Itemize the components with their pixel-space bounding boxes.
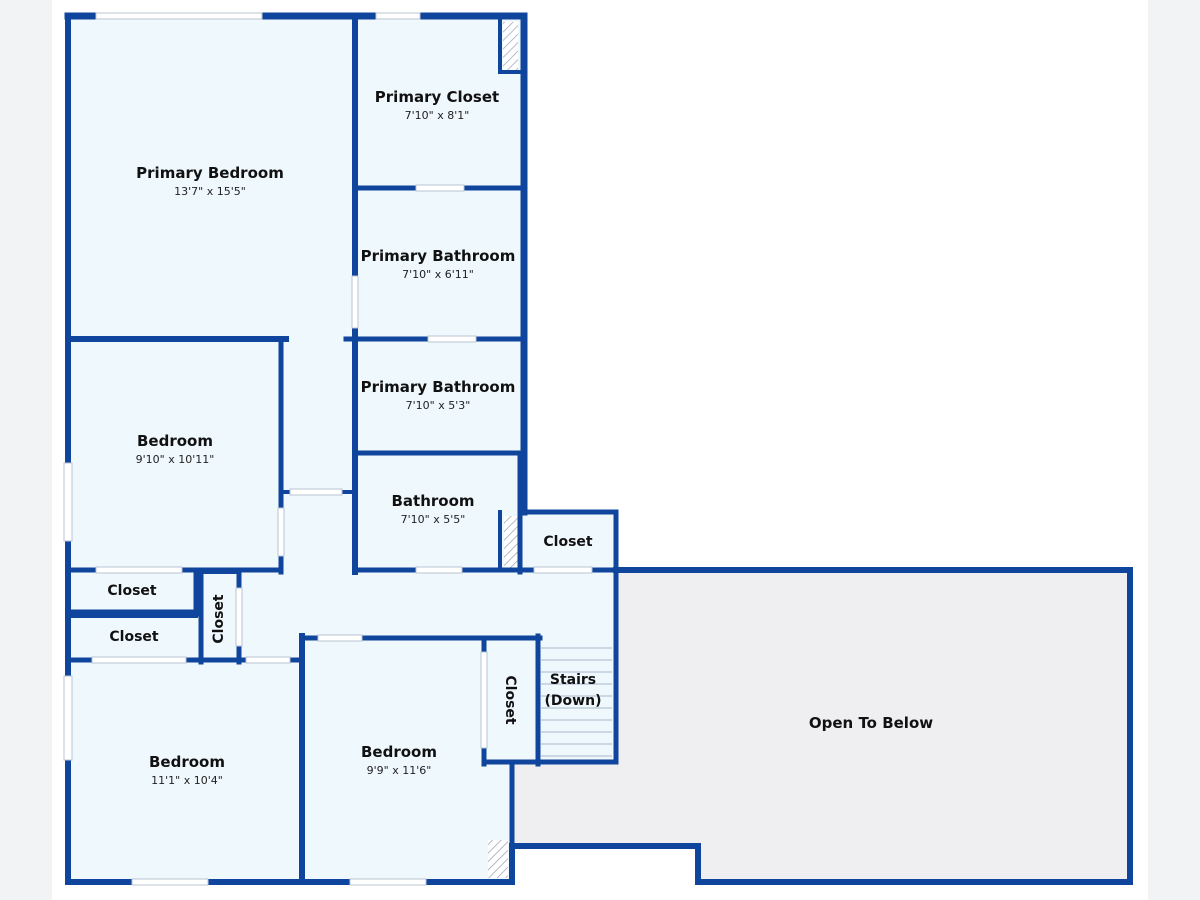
room-labels: Primary Bedroom 13'7" x 15'5" Primary Cl…: [107, 88, 933, 787]
window: [131, 878, 209, 886]
door-opening: [277, 507, 285, 557]
dims-bedroom-bottom-mid: 9'9" x 11'6": [367, 764, 432, 777]
window: [375, 12, 421, 20]
door-opening: [245, 656, 291, 664]
dims-bedroom-left: 9'10" x 10'11": [136, 453, 215, 466]
label-closet-vertical-mid: Closet: [502, 675, 518, 725]
door-opening: [289, 488, 343, 496]
door-opening: [415, 184, 465, 192]
shaft-middle: [504, 516, 519, 568]
label-open-to-below: Open To Below: [809, 714, 933, 732]
label-primary-closet: Primary Closet: [375, 88, 499, 106]
dims-bedroom-bottom-left: 11'1" x 10'4": [151, 774, 223, 787]
door-opening: [480, 651, 488, 749]
stair-treads: [541, 647, 612, 757]
door-opening: [91, 656, 187, 664]
label-closet-hall: Closet: [543, 534, 593, 550]
outer-wall-perimeter: [65, 13, 1133, 885]
door-opening: [427, 335, 477, 343]
door-opening: [415, 566, 463, 574]
window: [95, 12, 263, 20]
floor-open-to-below: [512, 570, 1130, 882]
label-stairs-direction: (Down): [545, 693, 602, 709]
window: [63, 675, 73, 761]
hatched-shafts: [488, 22, 519, 878]
label-closet-upper: Closet: [107, 583, 157, 599]
windows: [63, 12, 593, 886]
dims-primary-bathroom-2: 7'10" x 5'3": [406, 399, 471, 412]
label-primary-bathroom-1: Primary Bathroom: [361, 247, 516, 265]
door-opening: [95, 566, 183, 574]
dims-bathroom: 7'10" x 5'5": [401, 513, 466, 526]
shaft-bottom: [488, 840, 508, 878]
dims-primary-bathroom-1: 7'10" x 6'11": [402, 268, 474, 281]
dims-primary-closet: 7'10" x 8'1": [405, 109, 470, 122]
label-bathroom: Bathroom: [391, 492, 474, 510]
dims-primary-bedroom: 13'7" x 15'5": [174, 185, 246, 198]
window: [349, 878, 427, 886]
window: [63, 462, 73, 542]
label-stairs: Stairs: [550, 672, 596, 688]
door-opening: [533, 566, 593, 574]
door-opening: [351, 275, 359, 329]
label-bedroom-left: Bedroom: [137, 432, 213, 450]
label-primary-bedroom: Primary Bedroom: [136, 164, 284, 182]
label-bedroom-bottom-mid: Bedroom: [361, 743, 437, 761]
label-closet-lower: Closet: [109, 629, 159, 645]
shaft-top: [503, 22, 518, 70]
label-closet-vertical-left: Closet: [211, 594, 227, 644]
closet-wall: [517, 509, 619, 573]
label-bedroom-bottom-left: Bedroom: [149, 753, 225, 771]
door-opening: [317, 634, 363, 642]
door-opening: [235, 587, 243, 647]
label-primary-bathroom-2: Primary Bathroom: [361, 378, 516, 396]
